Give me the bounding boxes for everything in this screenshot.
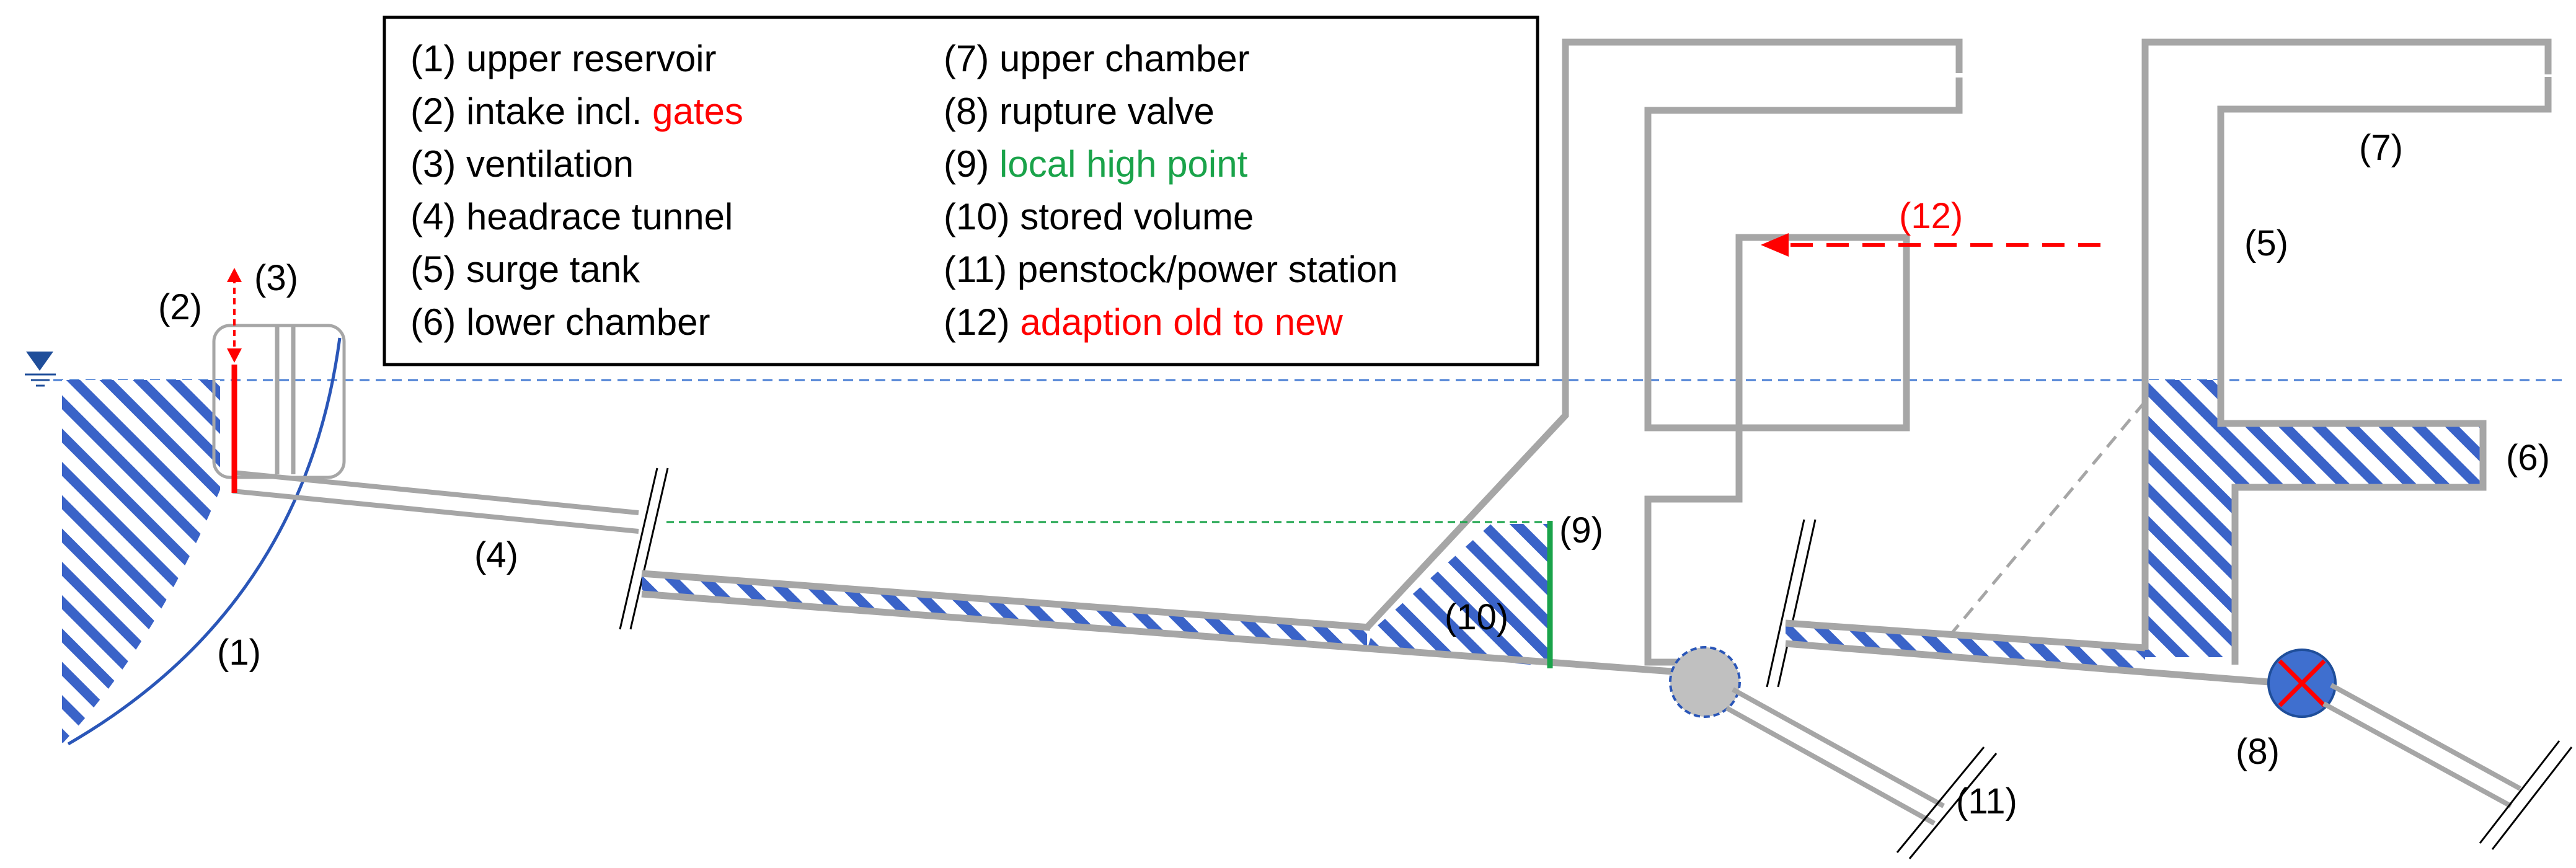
surge-tank bbox=[2141, 38, 2552, 650]
new-tunnel-wall-bottom bbox=[1785, 640, 2270, 686]
label-upper-chamber: (7) bbox=[2359, 128, 2403, 168]
old-surge-tank bbox=[1644, 78, 1963, 666]
headrace-tunnel-upper bbox=[232, 470, 639, 534]
legend-item-4: (4) headrace tunnel bbox=[410, 196, 733, 237]
label-adaption: (12) bbox=[1899, 196, 1963, 236]
legend-item-5: (5) surge tank bbox=[410, 249, 640, 290]
legend-item-11: (11) penstock/power station bbox=[944, 249, 1398, 290]
legend: (1) upper reservoir (2) intake incl. gat… bbox=[410, 38, 1398, 343]
label-headrace-tunnel: (4) bbox=[474, 535, 518, 575]
legend-item-1: (1) upper reservoir bbox=[410, 38, 717, 79]
svg-text:(1) upper reservoir: (1) upper reservoir bbox=[410, 38, 717, 79]
legend-item-12-adaption: adaption old to new bbox=[1020, 301, 1343, 343]
legend-item-3: (3) ventilation bbox=[410, 143, 634, 185]
svg-text:(12) adaption old to new: (12) adaption old to new bbox=[944, 301, 1343, 343]
headrace-tunnel-lower bbox=[641, 570, 1706, 678]
tunnel-break-mark bbox=[619, 467, 669, 630]
new-tunnel-wall-top bbox=[1785, 619, 2146, 652]
adaption-arrow bbox=[1761, 233, 2100, 257]
penstock-break-mark-2 bbox=[2479, 740, 2573, 850]
legend-item-7: (7) upper chamber bbox=[944, 38, 1250, 79]
penstock-2 bbox=[2322, 683, 2521, 808]
headrace-tunnel-water bbox=[642, 574, 1367, 650]
svg-text:(7) upper chamber: (7) upper chamber bbox=[944, 38, 1250, 79]
new-tunnel-water bbox=[1786, 623, 2145, 671]
upper-chamber-and-lower-chamber bbox=[2217, 77, 2552, 665]
svg-text:(6) lower chamber: (6) lower chamber bbox=[410, 301, 710, 343]
stored-volume-water bbox=[1367, 524, 1550, 666]
label-penstock: (11) bbox=[1956, 781, 2017, 822]
legend-item-2: (2) intake incl. bbox=[410, 91, 652, 132]
label-high-point: (9) bbox=[1559, 510, 1603, 551]
legend-item-6: (6) lower chamber bbox=[410, 301, 710, 343]
legend-item-12: (12) bbox=[944, 301, 1020, 343]
adaption-guide-line bbox=[1949, 394, 2151, 637]
label-surge-tank: (5) bbox=[2244, 223, 2288, 264]
label-stored-volume: (10) bbox=[1445, 597, 1508, 637]
tunnel-break-mark-2 bbox=[1766, 519, 1817, 688]
label-upper-reservoir: (1) bbox=[217, 632, 261, 673]
gate-movement-arrow bbox=[227, 268, 242, 363]
svg-text:(9) local high point: (9) local high point bbox=[944, 143, 1248, 185]
junction-icon bbox=[1669, 646, 1741, 718]
svg-text:(8) rupture valve: (8) rupture valve bbox=[944, 91, 1215, 132]
penstock-1 bbox=[1725, 687, 1945, 826]
penstock-break-mark-1 bbox=[1896, 746, 1998, 859]
label-lower-chamber: (6) bbox=[2506, 438, 2550, 478]
label-rupture-valve: (8) bbox=[2236, 732, 2280, 772]
svg-text:(2) intake incl. gates: (2) intake incl. gates bbox=[410, 91, 743, 132]
legend-item-9: (9) bbox=[944, 143, 999, 185]
surge-tank-water bbox=[2145, 380, 2483, 657]
svg-text:(10) stored volume: (10) stored volume bbox=[944, 196, 1254, 237]
legend-item-8: (8) rupture valve bbox=[944, 91, 1215, 132]
svg-text:(4) headrace tunnel: (4) headrace tunnel bbox=[410, 196, 733, 237]
inclined-shaft bbox=[1364, 38, 1963, 630]
legend-item-10: (10) stored volume bbox=[944, 196, 1254, 237]
label-ventilation: (3) bbox=[254, 258, 298, 298]
svg-text:(5) surge tank: (5) surge tank bbox=[410, 249, 640, 290]
rupture-valve-icon bbox=[2267, 649, 2337, 718]
upper-reservoir-water bbox=[62, 380, 220, 744]
legend-item-2-gates: gates bbox=[652, 91, 743, 132]
legend-box bbox=[383, 16, 1539, 366]
legend-item-9-highpoint: local high point bbox=[999, 143, 1248, 185]
label-intake: (2) bbox=[158, 287, 202, 327]
svg-text:(11) penstock/power station: (11) penstock/power station bbox=[944, 249, 1398, 290]
svg-text:(3) ventilation: (3) ventilation bbox=[410, 143, 634, 185]
reservoir-bank-curve bbox=[67, 337, 342, 746]
water-level-icon bbox=[25, 352, 56, 387]
